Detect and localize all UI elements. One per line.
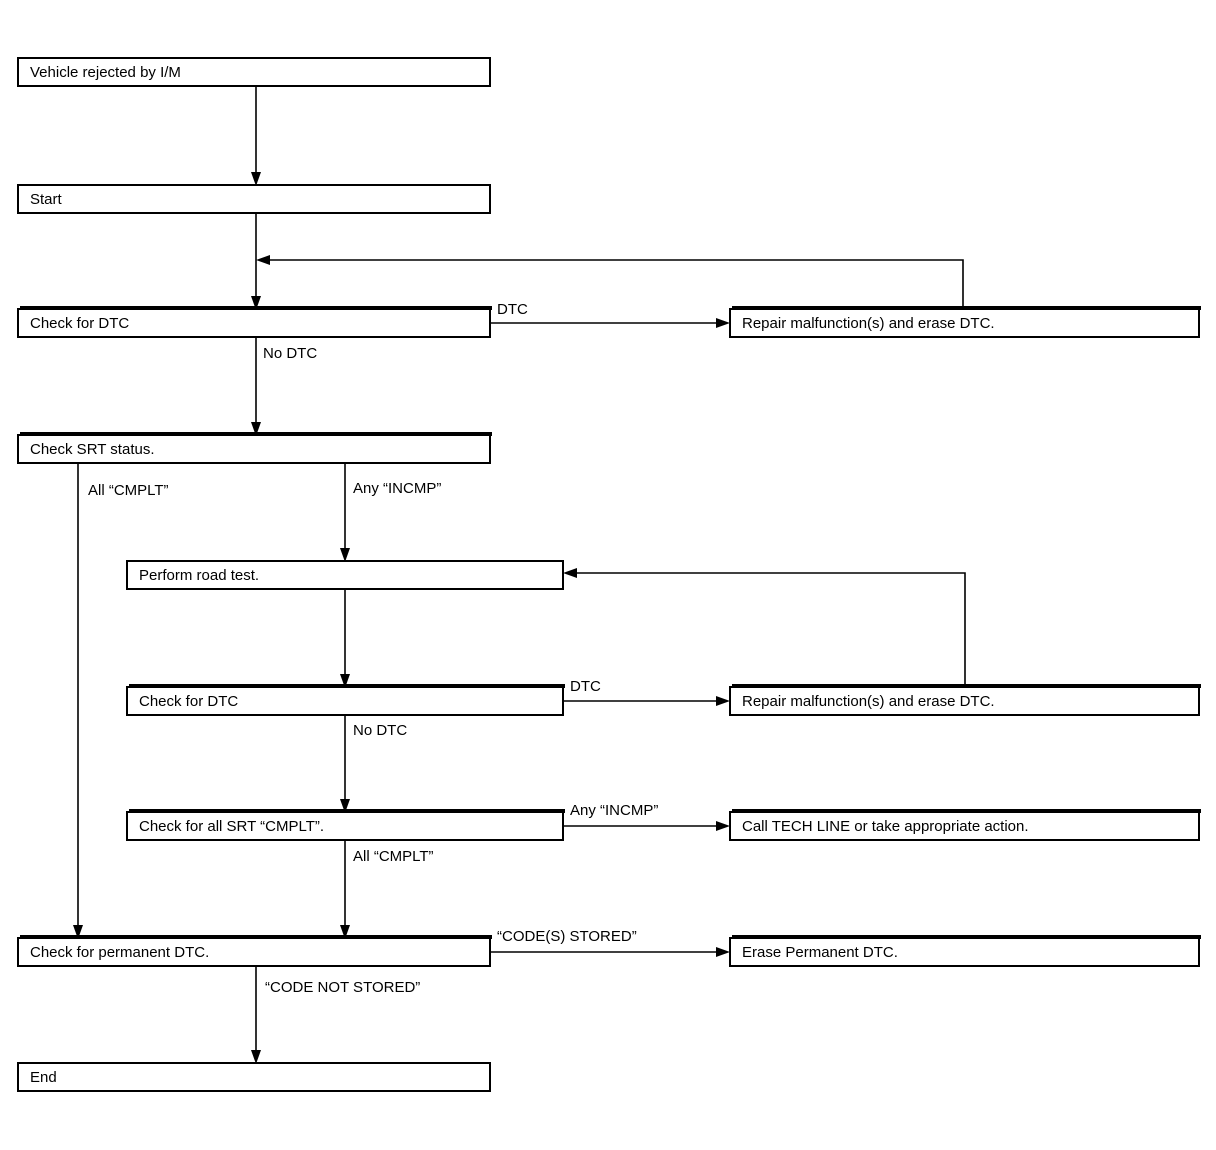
edge-label-no-dtc-2: No DTC (353, 722, 407, 739)
edge-check-all-srt-to-check-permanent: All “CMPLT” (340, 840, 434, 939)
edge-label-all-cmplt-2: All “CMPLT” (353, 848, 434, 865)
node-label-vehicle-rejected: Vehicle rejected by I/M (30, 64, 181, 81)
edge-check-dtc-1-to-repair-1: DTC (490, 301, 730, 328)
node-check-permanent[interactable]: Check for permanent DTC. (17, 935, 492, 967)
edge-check-srt-all-cmplt: All “CMPLT” (73, 463, 169, 939)
edge-check-srt-any-incmp: Any “INCMP” (340, 463, 441, 562)
node-repair-1[interactable]: Repair malfunction(s) and erase DTC. (729, 306, 1201, 338)
edge-check-all-srt-to-tech-line: Any “INCMP” (563, 802, 730, 831)
node-label-end: End (30, 1069, 57, 1086)
node-label-check-dtc-2: Check for DTC (139, 693, 238, 710)
node-label-tech-line: Call TECH LINE or take appropriate actio… (742, 818, 1029, 835)
edge-start-to-check-dtc-1 (251, 213, 261, 310)
edge-label-no-dtc-1: No DTC (263, 345, 317, 362)
edge-check-dtc-1-to-check-srt: No DTC (251, 337, 317, 436)
node-check-dtc-2[interactable]: Check for DTC (126, 684, 565, 716)
node-check-srt[interactable]: Check SRT status. (17, 432, 492, 464)
edge-label-any-incmp-1: Any “INCMP” (353, 480, 441, 497)
node-start[interactable]: Start (17, 184, 491, 214)
node-road-test[interactable]: Perform road test. (126, 560, 564, 590)
edge-label-dtc-2: DTC (570, 678, 601, 695)
edge-check-dtc-2-to-check-all-srt: No DTC (340, 715, 407, 813)
node-erase-permanent[interactable]: Erase Permanent DTC. (729, 935, 1201, 967)
node-label-erase-permanent: Erase Permanent DTC. (742, 944, 898, 961)
node-label-repair-2: Repair malfunction(s) and erase DTC. (742, 693, 995, 710)
edge-repair-1-feedback (256, 255, 964, 307)
node-label-start: Start (30, 191, 63, 208)
node-layer: Vehicle rejected by I/M Start Check for … (17, 57, 1201, 1092)
node-tech-line[interactable]: Call TECH LINE or take appropriate actio… (729, 809, 1201, 841)
node-label-road-test: Perform road test. (139, 567, 259, 584)
connector-layer: DTC No DTC All “CMPLT” Any “INCMP” (73, 86, 966, 1064)
node-label-check-permanent: Check for permanent DTC. (30, 944, 209, 961)
node-vehicle-rejected[interactable]: Vehicle rejected by I/M (17, 57, 491, 87)
node-check-all-srt[interactable]: Check for all SRT “CMPLT”. (126, 809, 565, 841)
edge-label-code-not-stored: “CODE NOT STORED” (265, 979, 420, 996)
edge-check-permanent-to-end: “CODE NOT STORED” (251, 966, 420, 1064)
node-end[interactable]: End (17, 1062, 491, 1092)
node-label-check-dtc-1: Check for DTC (30, 315, 129, 332)
edge-check-dtc-2-to-repair-2: DTC (563, 678, 730, 706)
edge-label-all-cmplt-1: All “CMPLT” (88, 482, 169, 499)
edge-label-codes-stored: “CODE(S) STORED” (497, 928, 637, 945)
edge-label-dtc-1: DTC (497, 301, 528, 318)
edge-repair-2-feedback (563, 568, 966, 685)
edge-check-permanent-to-erase: “CODE(S) STORED” (490, 928, 730, 957)
node-repair-2[interactable]: Repair malfunction(s) and erase DTC. (729, 684, 1201, 716)
edge-road-test-to-check-dtc-2 (340, 589, 350, 688)
edge-vehicle-to-start (251, 86, 261, 186)
node-label-check-srt: Check SRT status. (30, 441, 155, 458)
node-label-repair-1: Repair malfunction(s) and erase DTC. (742, 315, 995, 332)
node-label-check-all-srt: Check for all SRT “CMPLT”. (139, 818, 324, 835)
node-check-dtc-1[interactable]: Check for DTC (17, 306, 492, 338)
edge-label-any-incmp-2: Any “INCMP” (570, 802, 658, 819)
